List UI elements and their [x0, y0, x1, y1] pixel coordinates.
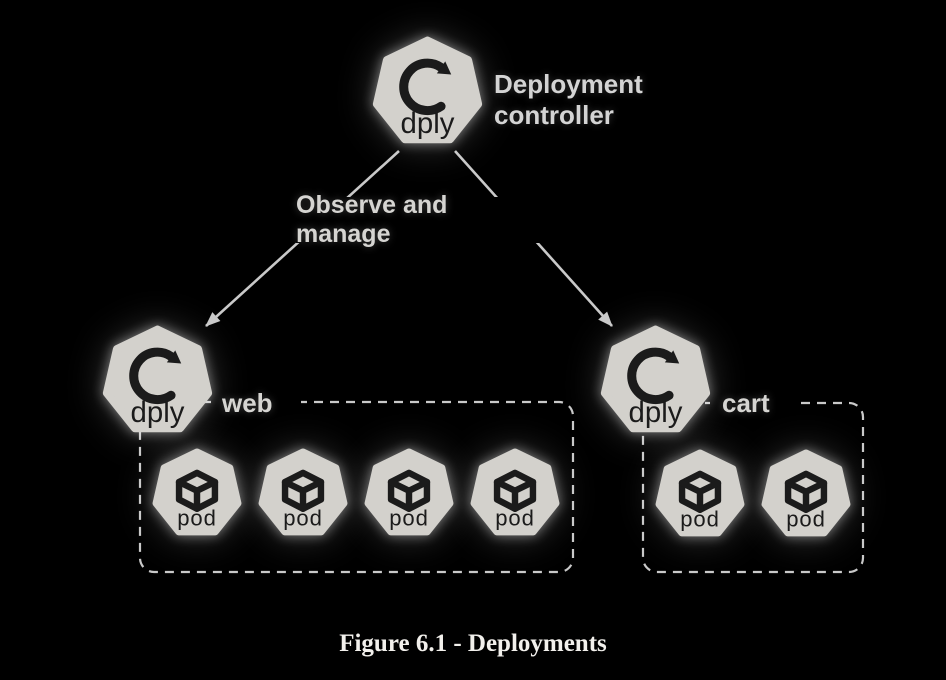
node-label: pod — [177, 505, 217, 530]
node-label: pod — [283, 505, 323, 530]
node-label: dply — [131, 396, 185, 429]
pod-node: pod — [151, 448, 243, 540]
node-label: pod — [680, 506, 720, 531]
observe-and-manage-label: Observe and manage — [296, 191, 546, 248]
web-group-box — [138, 400, 575, 574]
web-deployment-label: web — [212, 386, 301, 420]
node-label: dply — [629, 396, 683, 429]
figure-caption: Figure 6.1 - Deployments — [339, 630, 607, 657]
pod-node: pod — [654, 449, 746, 541]
pod-node: pod — [760, 449, 852, 541]
pod-node: pod — [257, 448, 349, 540]
pod-node: pod — [469, 448, 561, 540]
pod-node: pod — [363, 448, 455, 540]
node-label: pod — [389, 505, 429, 530]
node-label: pod — [495, 505, 535, 530]
web-deployment-node: dply — [101, 325, 214, 438]
node-label: pod — [786, 506, 826, 531]
deployment-controller-title: Deployment controller — [494, 69, 643, 130]
deployment-controller-node: dply — [371, 36, 484, 149]
cart-deployment-label: cart — [710, 386, 800, 420]
cart-deployment-node: dply — [599, 325, 712, 438]
node-label: dply — [401, 107, 455, 140]
